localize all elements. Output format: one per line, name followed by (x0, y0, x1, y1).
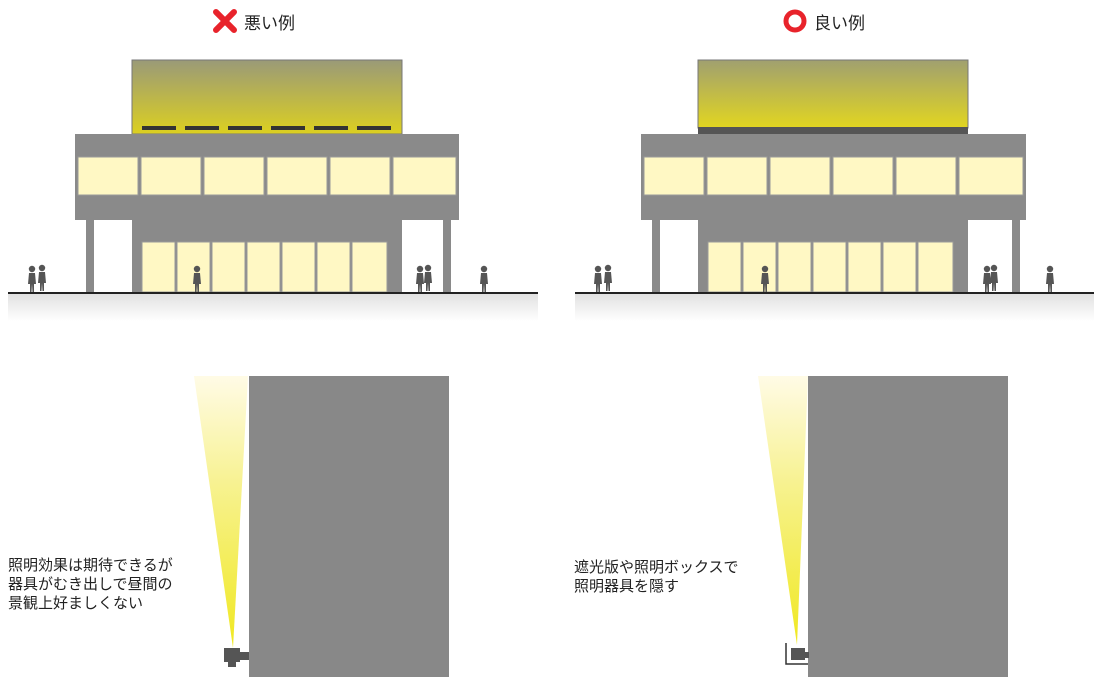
bad-wall (249, 376, 449, 677)
bad-description-line: 照明効果は期待できるが (8, 556, 173, 574)
good-detail (758, 376, 1008, 677)
bad-description: 照明効果は期待できるが 器具がむき出しで昼間の 景観上好ましくない (8, 556, 173, 613)
good-description-line: 照明器具を隠す (574, 577, 680, 595)
good-building (575, 59, 1094, 321)
good-light-beam (758, 376, 808, 645)
bad-detail (194, 376, 449, 677)
bad-description-line: 景観上好ましくない (8, 594, 144, 612)
bad-example-heading: 悪い例 (212, 6, 295, 36)
bad-light-beam (194, 376, 248, 648)
bad-description-line: 器具がむき出しで昼間の (8, 575, 173, 593)
good-description: 遮光版や照明ボックスで 照明器具を隠す (574, 558, 739, 596)
bad-exposed-fixtures (142, 126, 391, 130)
good-fixture-with-shade (785, 643, 809, 665)
bad-example-label: 悪い例 (244, 13, 295, 34)
circle-icon (783, 9, 807, 33)
cross-icon (213, 9, 237, 33)
good-wall (808, 376, 1008, 677)
good-light-box (698, 127, 968, 134)
bad-fixture (224, 648, 249, 667)
good-example-heading: 良い例 (782, 6, 865, 36)
good-description-line: 遮光版や照明ボックスで (574, 558, 739, 576)
good-example-label: 良い例 (814, 13, 865, 34)
good-signboard (697, 59, 969, 129)
bad-building (8, 59, 538, 321)
bad-signboard (131, 59, 403, 135)
